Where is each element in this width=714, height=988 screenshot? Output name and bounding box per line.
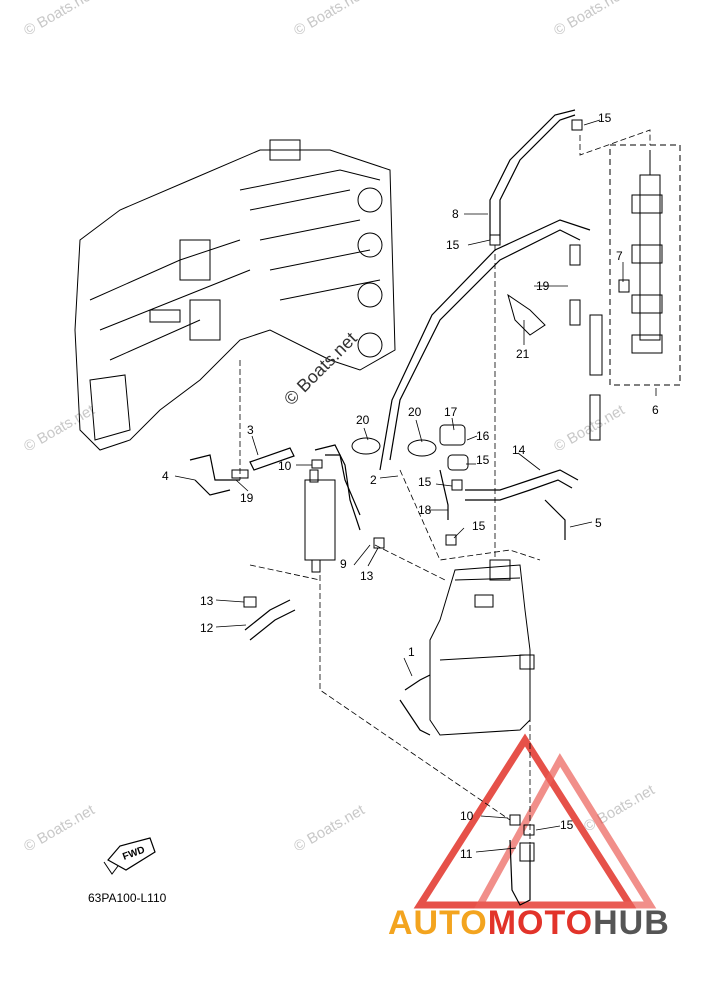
leader-lines bbox=[174, 119, 657, 853]
callout-13: 13 bbox=[200, 594, 214, 608]
callout-3: 3 bbox=[247, 423, 254, 437]
callout-8: 8 bbox=[452, 207, 459, 221]
callout-11: 11 bbox=[460, 847, 473, 861]
callout-20: 20 bbox=[356, 413, 370, 427]
callout-1: 1 bbox=[408, 645, 415, 659]
brand-part-hub: HUB bbox=[593, 904, 670, 942]
callout-6: 6 bbox=[652, 403, 659, 417]
callout-15-top: 15 bbox=[598, 111, 612, 125]
fuel-filter bbox=[304, 469, 336, 573]
brand-part-moto: MOTO bbox=[487, 904, 594, 942]
small-parts bbox=[231, 119, 603, 862]
callout-4: 4 bbox=[162, 469, 169, 483]
callout-labels: 1 2 3 4 5 6 7 8 9 10 10 11 12 13 13 14 1… bbox=[162, 111, 659, 861]
callout-15-left: 15 bbox=[418, 475, 432, 489]
callout-15-tank: 15 bbox=[472, 519, 486, 533]
callout-12: 12 bbox=[200, 621, 214, 635]
vapor-separator bbox=[429, 559, 535, 736]
logo-triangle bbox=[413, 733, 657, 909]
engine-block bbox=[74, 139, 396, 451]
callout-15-lower: 15 bbox=[560, 818, 574, 832]
diagram-code: 63PA100-L110 bbox=[88, 891, 167, 905]
hoses bbox=[189, 109, 591, 906]
callout-10: 10 bbox=[278, 459, 292, 473]
connection-lines bbox=[239, 129, 651, 850]
fwd-arrow: FWD bbox=[103, 837, 156, 875]
callout-15-hose: 15 bbox=[446, 238, 460, 252]
callout-14: 14 bbox=[512, 443, 526, 457]
callout-20-b: 20 bbox=[408, 405, 422, 419]
callout-17: 17 bbox=[444, 405, 458, 419]
callout-21: 21 bbox=[516, 347, 530, 361]
callout-13-b: 13 bbox=[360, 569, 374, 583]
callout-9: 9 bbox=[340, 557, 347, 571]
brand-part-auto: AUTO bbox=[388, 904, 488, 942]
callout-2: 2 bbox=[370, 473, 377, 487]
brand-logo: AUTOMOTOHUB bbox=[388, 904, 670, 943]
callout-5: 5 bbox=[595, 516, 602, 530]
callout-10-lower: 10 bbox=[460, 809, 474, 823]
callout-19: 19 bbox=[240, 491, 254, 505]
callout-19-b: 19 bbox=[536, 279, 550, 293]
callout-18: 18 bbox=[418, 503, 432, 517]
callout-16: 16 bbox=[476, 429, 490, 443]
callout-15-mid: 15 bbox=[476, 453, 490, 467]
callout-7: 7 bbox=[616, 249, 623, 263]
fuel-rail bbox=[609, 144, 681, 386]
